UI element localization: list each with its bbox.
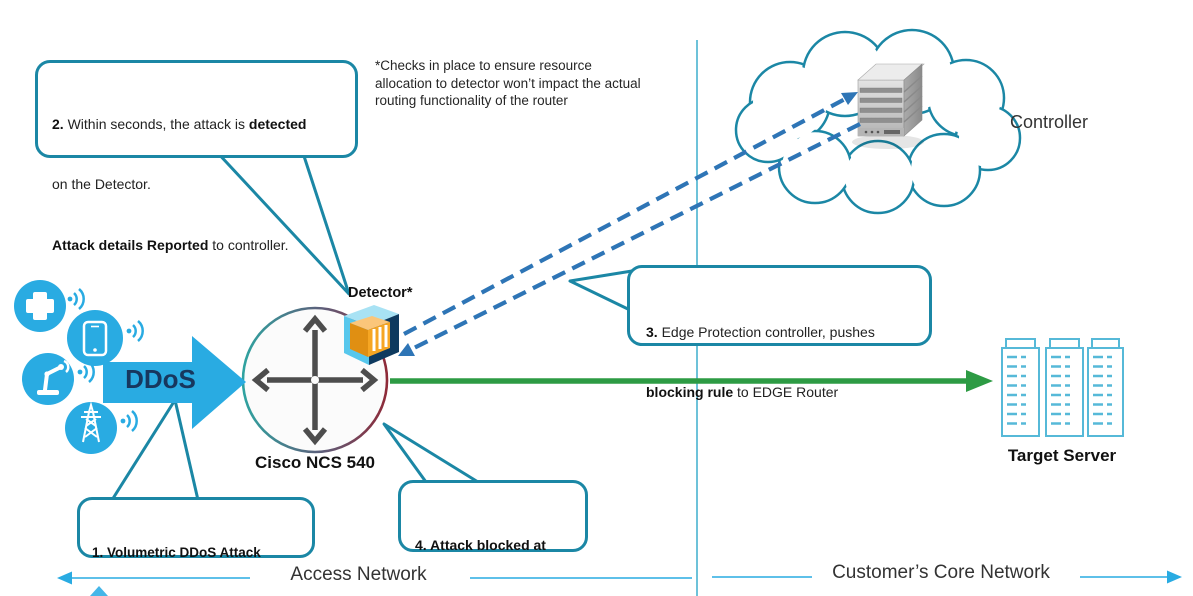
router-label: Cisco NCS 540 [255, 453, 375, 472]
ddos-label: DDoS [125, 364, 196, 394]
robotic-arm-icon [22, 353, 74, 405]
step2-number: 2. [52, 115, 64, 132]
callout-step3: 3. Edge Protection controller, pushes bl… [627, 265, 932, 400]
core-network-span [712, 570, 1182, 584]
wireless-signal-icons [67, 288, 144, 432]
target-server-icon [1001, 338, 1124, 437]
partial-arrow-bottom [90, 586, 108, 596]
step3-number: 3. [646, 323, 658, 340]
note-line: *Checks in place to ensure resource [375, 58, 592, 73]
controller-server-icon [852, 63, 925, 149]
medical-cross-icon [14, 280, 66, 332]
target-server-label: Target Server [1007, 446, 1117, 465]
detector-controller-dashed-arrows [398, 92, 861, 356]
iot-devices [14, 280, 144, 454]
controller-label: Controller [1010, 112, 1089, 132]
smartphone-icon [67, 310, 123, 366]
power-tower-icon [65, 401, 117, 454]
note-line: routing functionality of the router [375, 93, 568, 109]
step1-title: 1. Volumetric DDoS Attack [92, 544, 261, 560]
detector-label: Detector* [348, 285, 413, 301]
callout-tails [110, 148, 634, 502]
access-network-span [57, 571, 692, 585]
core-network-label: Customer’s Core Network [832, 562, 1050, 583]
detector-cube-icon [344, 305, 399, 365]
callout-step4: 4. Attack blocked at EDGE ROUTER [398, 480, 588, 553]
resource-note: *Checks in place to ensure resource allo… [375, 57, 695, 110]
callout-step1: 1. Volumetric DDoS Attack Targeting Core… [77, 497, 315, 560]
ddos-attack-arrow [103, 336, 246, 429]
callout-step2: 2. Within seconds, the attack is detecte… [35, 60, 358, 253]
controller-cloud [734, 28, 1022, 215]
note-line: allocation to detector won’t impact the … [375, 75, 641, 91]
traffic-green-arrow [390, 370, 993, 392]
access-network-label: Access Network [290, 564, 427, 585]
step4-title: 4. Attack blocked at [415, 536, 546, 553]
